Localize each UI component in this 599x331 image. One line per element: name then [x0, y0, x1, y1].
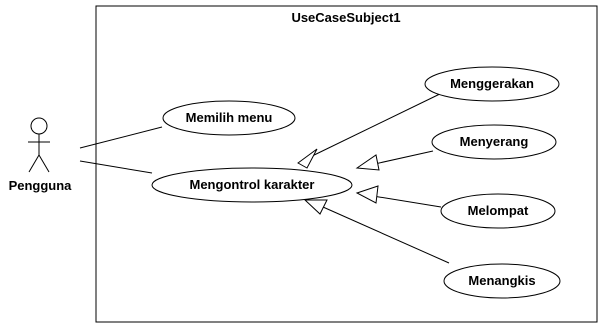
actor-label: Pengguna	[9, 178, 73, 193]
usecase-menyerang[interactable]: Menyerang	[431, 124, 557, 160]
generalization-arrowhead-menyerang	[355, 154, 380, 171]
actor-figure-icon	[28, 117, 50, 173]
usecase-label-memilih-menu: Memilih menu	[186, 110, 273, 125]
association-line-memilih-menu	[79, 126, 163, 149]
usecase-label-menggerakan: Menggerakan	[450, 76, 534, 91]
usecase-label-menangkis: Menangkis	[468, 273, 535, 288]
generalization-arrowhead-menggerakan	[297, 148, 318, 169]
generalization-arrowhead-melompat	[355, 185, 379, 204]
generalization-line-melompat	[372, 195, 442, 208]
usecase-menggerakan[interactable]: Menggerakan	[424, 66, 560, 102]
generalization-line-menggerakan	[307, 90, 447, 159]
actor-pengguna[interactable]: Pengguna	[9, 117, 73, 193]
subject-boundary[interactable]: UseCaseSubject1	[95, 5, 598, 323]
generalization-line-menangkis	[322, 206, 450, 264]
association-line-mengontrol-karakter	[79, 160, 153, 174]
usecase-label-melompat: Melompat	[468, 203, 529, 218]
usecase-label-menyerang: Menyerang	[460, 134, 529, 149]
usecase-mengontrol-karakter[interactable]: Mengontrol karakter	[151, 167, 353, 203]
usecase-label-mengontrol-karakter: Mengontrol karakter	[190, 177, 315, 192]
generalization-arrowhead-menangkis	[303, 199, 328, 215]
usecase-memilih-menu[interactable]: Memilih menu	[162, 100, 296, 136]
usecase-menangkis[interactable]: Menangkis	[443, 263, 561, 299]
subject-title: UseCaseSubject1	[291, 10, 400, 25]
usecase-melompat[interactable]: Melompat	[440, 193, 556, 229]
